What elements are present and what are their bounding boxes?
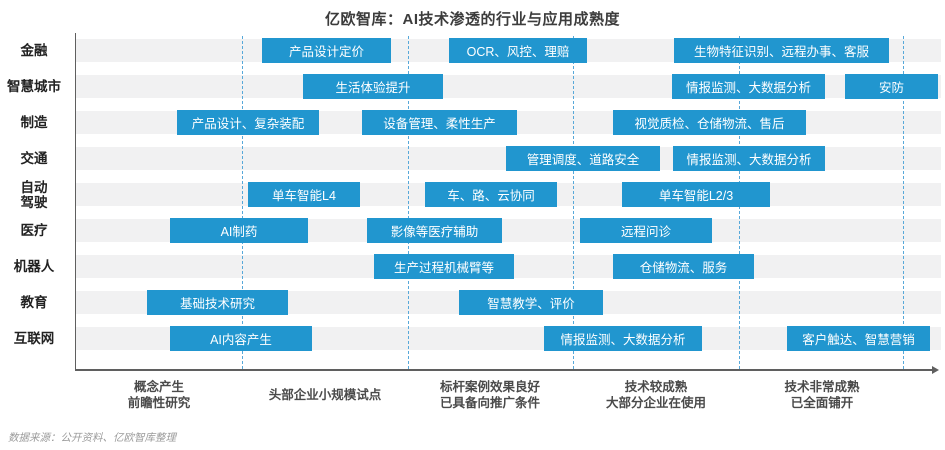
maturity-stage-label: 头部企业小规模试点 (268, 388, 382, 402)
row-label-industry: 交通 (20, 151, 48, 166)
application-box: 产品设计、复杂装配 (177, 110, 319, 135)
application-box: 情报监测、大数据分析 (673, 146, 825, 171)
application-box: 智慧教学、评价 (459, 290, 603, 315)
maturity-stage-label: 标杆案例效果良好 已具备向推广条件 (439, 380, 540, 410)
application-box: 生产过程机械臂等 (374, 254, 514, 279)
application-box: 生物特征识别、远程办事、客服 (674, 38, 889, 63)
x-axis-arrowhead (932, 365, 939, 374)
stage-divider-dashed-line (242, 36, 243, 369)
stage-divider-dashed-line (573, 36, 574, 369)
application-box: 产品设计定价 (262, 38, 391, 63)
application-box: 情报监测、大数据分析 (544, 326, 702, 351)
row-label-industry: 互联网 (13, 331, 55, 346)
row-label-industry: 机器人 (13, 259, 55, 274)
row-label-industry: 自动 驾驶 (20, 179, 48, 210)
maturity-stage-label: 技术较成熟 大部分企业在使用 (605, 380, 706, 410)
application-box: 情报监测、大数据分析 (672, 74, 825, 99)
y-axis-line (74, 33, 76, 369)
stage-divider-dashed-line (903, 36, 904, 369)
row-label-industry: 制造 (20, 115, 48, 130)
application-box: 视觉质检、仓储物流、售后 (613, 110, 806, 135)
application-box: 安防 (845, 74, 938, 99)
row-label-industry: 教育 (20, 295, 48, 310)
row-label-industry: 医疗 (20, 223, 48, 238)
row-label-industry: 金融 (20, 43, 48, 58)
application-box: 车、路、云协同 (425, 182, 557, 207)
application-box: 远程问诊 (580, 218, 712, 243)
page-title: 亿欧智库：AI技术渗透的行业与应用成熟度 (324, 11, 620, 28)
application-box: 生活体验提升 (303, 74, 443, 99)
maturity-stage-label: 概念产生 前瞻性研究 (127, 380, 191, 410)
application-box: AI制药 (170, 218, 308, 243)
row-label-industry: 智慧城市 (7, 79, 61, 94)
application-box: 影像等医疗辅助 (367, 218, 502, 243)
maturity-stage-label: 技术非常成熟 已全面铺开 (784, 380, 860, 410)
application-box: 管理调度、道路安全 (506, 146, 660, 171)
application-box: OCR、风控、理赔 (449, 38, 587, 63)
application-box: AI内容产生 (170, 326, 312, 351)
application-box: 单车智能L4 (248, 182, 360, 207)
application-box: 客户触达、智慧营销 (787, 326, 930, 351)
source-note: 数据来源：公开资料、亿欧智库整理 (8, 432, 176, 444)
application-box: 单车智能L2/3 (622, 182, 770, 207)
application-box: 仓储物流、服务 (613, 254, 754, 279)
x-axis-line (74, 369, 932, 371)
stage-divider-dashed-line (408, 36, 409, 369)
application-box: 设备管理、柔性生产 (362, 110, 517, 135)
application-box: 基础技术研究 (147, 290, 288, 315)
